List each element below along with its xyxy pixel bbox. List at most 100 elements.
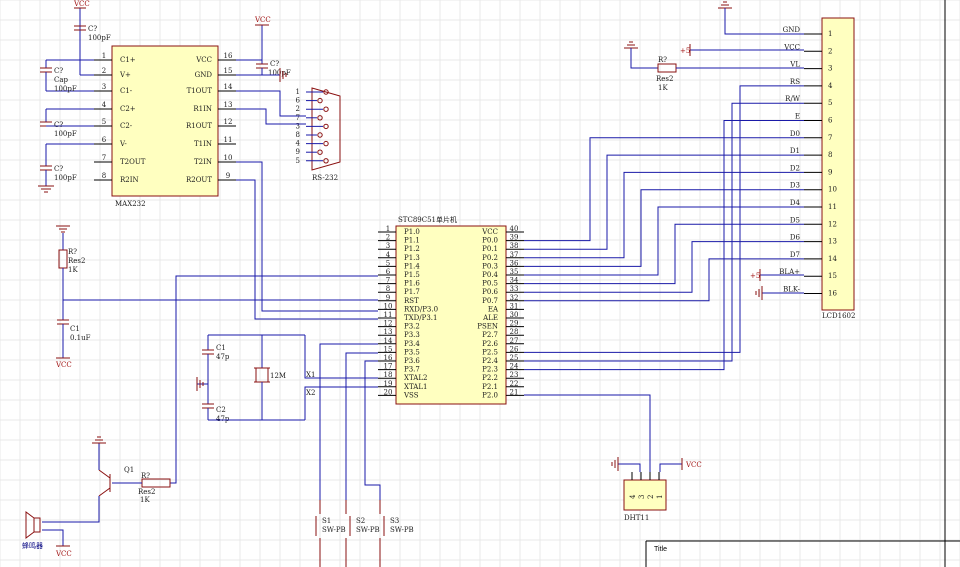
max232-pin-name: R1IN <box>193 105 212 113</box>
mcu-pin-number: 19 <box>384 380 393 388</box>
mcu-pin-name: PSEN <box>477 323 498 331</box>
crst-value: 0.1uF <box>70 334 91 342</box>
mcu-pin-name: P0.1 <box>482 245 498 253</box>
max232-pin-name: R2OUT <box>186 176 212 184</box>
plus5-label-lcd: +5 <box>680 47 690 55</box>
cx1-name: C1 <box>216 344 226 352</box>
mcu-pin-number: 39 <box>510 234 519 242</box>
lcd-pin-number: 12 <box>828 220 837 228</box>
max232-body <box>111 45 219 197</box>
lcd-body <box>821 17 855 311</box>
max232-pin-number: 2 <box>102 67 106 75</box>
mcu-pin-name: XTAL2 <box>404 374 427 382</box>
bus-wire <box>524 206 804 276</box>
mcu-pin-name: P1.0 <box>404 228 420 236</box>
max232-to-rs232-wires <box>236 90 306 125</box>
rs232-pin-number: 8 <box>296 131 300 139</box>
max232-pin-number: 3 <box>102 83 106 91</box>
lcd-pin-number: 5 <box>828 99 832 107</box>
ccap-value: 100pF <box>54 85 77 93</box>
lcd-pin-number: 4 <box>828 82 833 90</box>
mcu-pin-name: P1.4 <box>404 262 420 270</box>
max232-pin-number: 11 <box>224 136 233 144</box>
vcc-label-dht: VCC <box>685 461 702 469</box>
ccap-type: Cap <box>54 76 69 84</box>
mcu-pin-number: 35 <box>510 268 519 276</box>
rlcd-name: R? <box>658 56 667 64</box>
c16-name: C? <box>270 60 279 68</box>
lcd-pin-number: 7 <box>828 134 832 142</box>
wire <box>236 179 378 320</box>
mcu-pin-name: P3.4 <box>404 340 420 348</box>
vcc-label-rst: VCC <box>55 361 72 369</box>
max232-pin-name: T2OUT <box>120 158 146 166</box>
lcd-pin-number: 14 <box>828 255 837 263</box>
sheet-frame: Title <box>645 0 960 567</box>
switch-s3[interactable]: S3 SW-PB <box>379 500 414 567</box>
rs232-pin-number: 5 <box>296 157 300 165</box>
mcu-pin-name: P1.5 <box>404 271 420 279</box>
mcu-pin-name: VCC <box>481 228 498 236</box>
db9-shell <box>311 87 341 171</box>
cx2-value: 47p <box>216 415 230 423</box>
vcc-label-max: VCC <box>254 16 271 24</box>
s1-type: SW-PB <box>322 526 346 534</box>
switch-s2[interactable]: S2 SW-PB <box>345 500 380 567</box>
rlcd-value: 1K <box>658 84 668 92</box>
mcu-pin-name: P2.0 <box>482 391 498 399</box>
mcu-pin-name: P1.6 <box>404 280 420 288</box>
lcd-pin-name: D4 <box>790 199 801 207</box>
wire <box>659 463 682 472</box>
lcd-pin-name: RS <box>790 78 800 86</box>
wire <box>618 463 641 472</box>
max232-pin-number: 4 <box>102 101 107 109</box>
bus-wire <box>524 241 804 293</box>
max232-pin-name: GND <box>195 71 213 79</box>
lcd-backlight: +5 <box>750 269 804 300</box>
lcd-pin-number: 8 <box>828 151 832 159</box>
wire <box>304 386 378 420</box>
mcu-pin-number: 10 <box>384 302 393 310</box>
mcu-pin-name: P2.5 <box>482 348 498 356</box>
bus-wire <box>524 171 804 259</box>
vcc-label-buzzer: VCC <box>55 550 72 558</box>
mcu-pin-name: P0.0 <box>482 237 498 245</box>
rrst-value: 1K <box>68 266 78 274</box>
mcu-pin-number: 30 <box>510 311 519 319</box>
rs232-pin-contact <box>323 89 329 95</box>
mcu-pin-number: 20 <box>384 388 393 396</box>
rlcd-type: Res2 <box>656 75 673 83</box>
wire <box>42 496 100 523</box>
mcu-pin-name: P2.3 <box>482 366 498 374</box>
s3-label: S3 <box>390 517 399 525</box>
mcu-pin-number: 32 <box>510 294 519 302</box>
mcu-pin-number: 5 <box>386 259 390 267</box>
c5-value: 100pF <box>54 130 77 138</box>
lcd-pin-number: 9 <box>828 168 832 176</box>
lcd-resistor <box>657 63 677 73</box>
mcu-pin-name: TXD/P3.1 <box>404 314 437 322</box>
max232-pin-name: C2- <box>120 122 133 130</box>
wire <box>319 343 378 500</box>
max232-pin-name: C2+ <box>120 105 136 113</box>
c16-value: 100pF <box>268 69 291 77</box>
max232-pin-number: 15 <box>224 67 233 75</box>
s2-label: S2 <box>356 517 365 525</box>
lcd-pin-number: 6 <box>828 117 833 125</box>
max232-right-network: VCC C? 100pF <box>236 16 291 82</box>
mcu-pin-name: P2.1 <box>482 383 498 391</box>
switch-s1[interactable]: S1 SW-PB <box>315 500 346 567</box>
dht11-body <box>623 479 667 511</box>
lcd-pin-name: BLA+ <box>779 268 800 276</box>
rs232-pin-contact <box>323 140 329 147</box>
rq-name: R? <box>141 472 150 480</box>
mcu-pin-number: 9 <box>386 294 390 302</box>
lcd-pin-name: BLK- <box>783 286 801 294</box>
max232-pin-name: V- <box>119 140 127 148</box>
